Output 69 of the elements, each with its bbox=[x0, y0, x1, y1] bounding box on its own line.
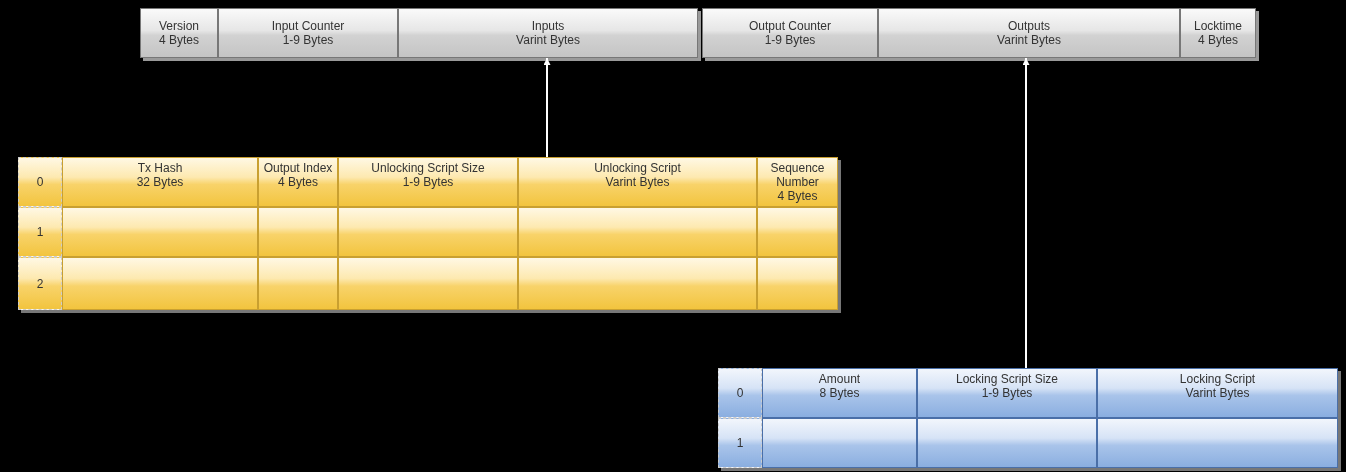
field-size: 4 Bytes bbox=[159, 33, 199, 47]
field-name: Output Index bbox=[263, 161, 333, 175]
table-header-cell bbox=[338, 157, 518, 207]
header-field-cell bbox=[218, 8, 398, 58]
table-cell bbox=[258, 207, 338, 257]
table-cell bbox=[518, 207, 757, 257]
table-header-cell bbox=[518, 157, 757, 207]
table-cell bbox=[1097, 418, 1338, 468]
table-cell bbox=[757, 257, 838, 310]
arrow bbox=[1022, 57, 1030, 369]
field-size: Varint Bytes bbox=[1185, 386, 1250, 400]
row-number-cell bbox=[18, 207, 62, 257]
field-name: Amount bbox=[818, 372, 861, 386]
table-header-cell bbox=[62, 157, 258, 207]
field-name: Unlocking Script bbox=[594, 161, 681, 175]
row-number: 0 bbox=[36, 175, 44, 189]
header-field-cell bbox=[140, 8, 218, 58]
header-field-cell bbox=[702, 8, 878, 58]
header-field-cell bbox=[878, 8, 1180, 58]
field-name: Unlocking Script Size bbox=[371, 161, 485, 175]
table-frame bbox=[18, 157, 838, 310]
row-number: 1 bbox=[36, 225, 44, 239]
table-cell bbox=[258, 257, 338, 310]
table-cell bbox=[917, 418, 1097, 468]
field-size: 4 Bytes bbox=[278, 175, 318, 189]
field-name: Output Counter bbox=[748, 19, 832, 33]
table-cell bbox=[762, 418, 917, 468]
row-number: 0 bbox=[736, 386, 744, 400]
table-header-cell bbox=[1097, 368, 1338, 418]
field-size: Varint Bytes bbox=[605, 175, 670, 189]
field-name: Inputs bbox=[531, 19, 565, 33]
table-header-cell bbox=[258, 157, 338, 207]
field-name: Locking Script bbox=[1179, 372, 1256, 386]
table-cell bbox=[518, 257, 757, 310]
field-name: Locktime bbox=[1194, 19, 1242, 33]
table-header-cell bbox=[762, 368, 917, 418]
header-field-cell bbox=[1180, 8, 1256, 58]
field-size: 4 Bytes bbox=[1198, 33, 1238, 47]
table-header-cell bbox=[917, 368, 1097, 418]
table-cell bbox=[338, 207, 518, 257]
row-number-cell bbox=[718, 418, 762, 468]
field-name: Outputs bbox=[1008, 19, 1050, 33]
field-size: Varint Bytes bbox=[516, 33, 580, 47]
row-number-cell bbox=[718, 368, 762, 418]
table-cell bbox=[757, 207, 838, 257]
table-header-cell bbox=[757, 157, 838, 207]
field-size: 4 Bytes bbox=[777, 189, 818, 203]
table-cell bbox=[62, 257, 258, 310]
row-number: 1 bbox=[736, 436, 744, 450]
field-size: 1-9 Bytes bbox=[981, 386, 1033, 400]
row-number: 2 bbox=[36, 276, 44, 291]
table-cell bbox=[338, 257, 518, 310]
field-name: Input Counter bbox=[271, 19, 345, 33]
field-size: 1-9 Bytes bbox=[282, 33, 334, 47]
header-field-cell bbox=[398, 8, 698, 58]
table-frame bbox=[718, 368, 1338, 468]
field-name: Sequence Number bbox=[769, 161, 826, 189]
arrow bbox=[543, 57, 551, 158]
row-number-cell bbox=[18, 257, 62, 310]
field-name: Tx Hash bbox=[137, 161, 183, 175]
table-cell bbox=[62, 207, 258, 257]
field-size: 32 Bytes bbox=[136, 175, 184, 189]
field-size: Varint Bytes bbox=[997, 33, 1061, 47]
field-size: 1-9 Bytes bbox=[402, 175, 454, 189]
field-name: Locking Script Size bbox=[955, 372, 1058, 386]
field-size: 8 Bytes bbox=[819, 386, 860, 400]
row-number-cell bbox=[18, 157, 62, 207]
field-size: 1-9 Bytes bbox=[764, 33, 816, 47]
field-name: Version bbox=[159, 19, 199, 33]
